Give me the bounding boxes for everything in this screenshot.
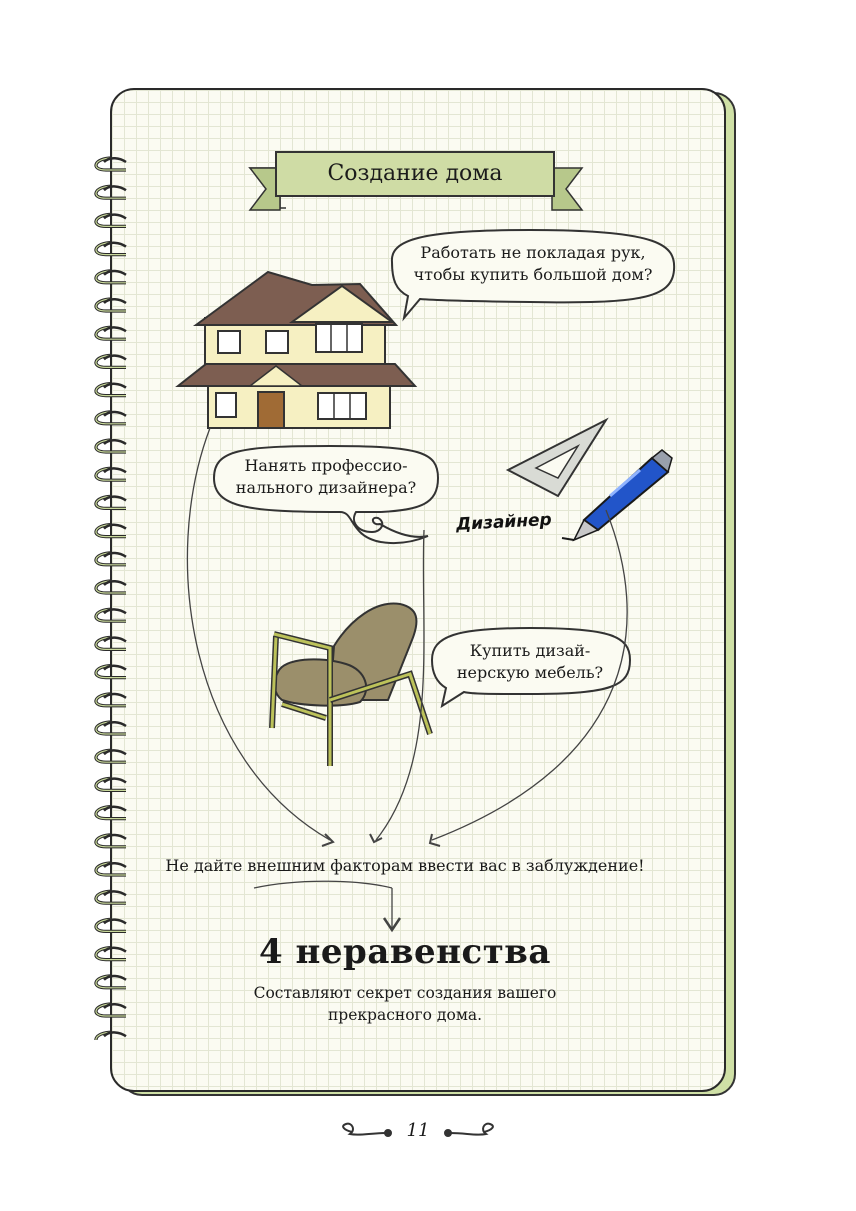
bubble-line: Нанять профессио- <box>244 456 408 475</box>
bubble-line: нального дизайнера? <box>235 478 417 497</box>
spiral-ring <box>94 494 127 510</box>
spiral-ring <box>94 410 127 426</box>
spiral-ring <box>94 579 127 595</box>
spiral-ring <box>94 1002 127 1018</box>
spiral-ring <box>94 917 127 933</box>
spiral-ring <box>94 748 127 764</box>
flow-arrows <box>186 427 628 933</box>
bubble-hire-designer <box>212 444 440 545</box>
page-number: 11 <box>406 1120 430 1141</box>
triangle-ruler <box>505 417 609 498</box>
page-number-ornament <box>342 1122 494 1137</box>
bubble-buy-furniture <box>430 626 632 709</box>
bubble-line: нерскую мебель? <box>456 663 604 682</box>
spiral-ring <box>94 861 127 877</box>
page-title: Создание дома <box>327 161 503 186</box>
spiral-ring <box>94 184 127 200</box>
spiral-ring <box>94 805 127 821</box>
bubble-line: Купить дизай- <box>469 641 591 660</box>
subtext-line: Составляют секрет создания вашего <box>253 984 557 1002</box>
pen-illustration <box>561 449 673 542</box>
title-banner <box>248 151 584 211</box>
spiral-binding <box>94 156 127 1040</box>
spiral-ring <box>94 889 127 905</box>
spiral-ring <box>94 156 127 172</box>
spiral-ring <box>94 297 127 313</box>
bubble-hire-designer-text: Нанять профессио- нального дизайнера? <box>226 455 426 499</box>
spiral-ring <box>94 946 127 962</box>
spiral-ring <box>94 241 127 257</box>
spiral-ring <box>94 720 127 736</box>
spiral-ring <box>94 833 127 849</box>
bubble-work-hard <box>390 228 676 322</box>
spiral-ring <box>94 466 127 482</box>
spiral-ring <box>94 382 127 398</box>
spiral-ring <box>94 212 127 228</box>
spiral-ring <box>94 635 127 651</box>
house-illustration <box>175 270 418 429</box>
spiral-ring <box>94 692 127 708</box>
subtext: Составляют секрет создания вашего прекра… <box>215 982 595 1026</box>
spiral-ring <box>94 269 127 285</box>
spiral-ring <box>94 974 127 990</box>
subtext-line: прекрасного дома. <box>327 1006 483 1024</box>
spiral-ring <box>94 551 127 567</box>
spiral-ring <box>94 438 127 454</box>
spiral-ring <box>94 607 127 623</box>
spiral-ring <box>94 353 127 369</box>
bubble-buy-furniture-text: Купить дизай- нерскую мебель? <box>440 640 620 684</box>
spiral-ring <box>94 1030 127 1040</box>
headline: 4 неравенства <box>259 932 551 972</box>
bubble-line: Работать не покладая рук, <box>420 243 646 262</box>
spiral-ring <box>94 523 127 539</box>
warning-text: Не дайте внешним факторам ввести вас в з… <box>165 856 645 875</box>
spiral-ring <box>94 664 127 680</box>
bubble-line: чтобы купить большой дом? <box>413 265 653 284</box>
bubble-work-hard-text: Работать не покладая рук, чтобы купить б… <box>398 242 668 286</box>
spiral-ring <box>94 776 127 792</box>
spiral-ring <box>94 325 127 341</box>
chair-illustration <box>269 602 433 766</box>
